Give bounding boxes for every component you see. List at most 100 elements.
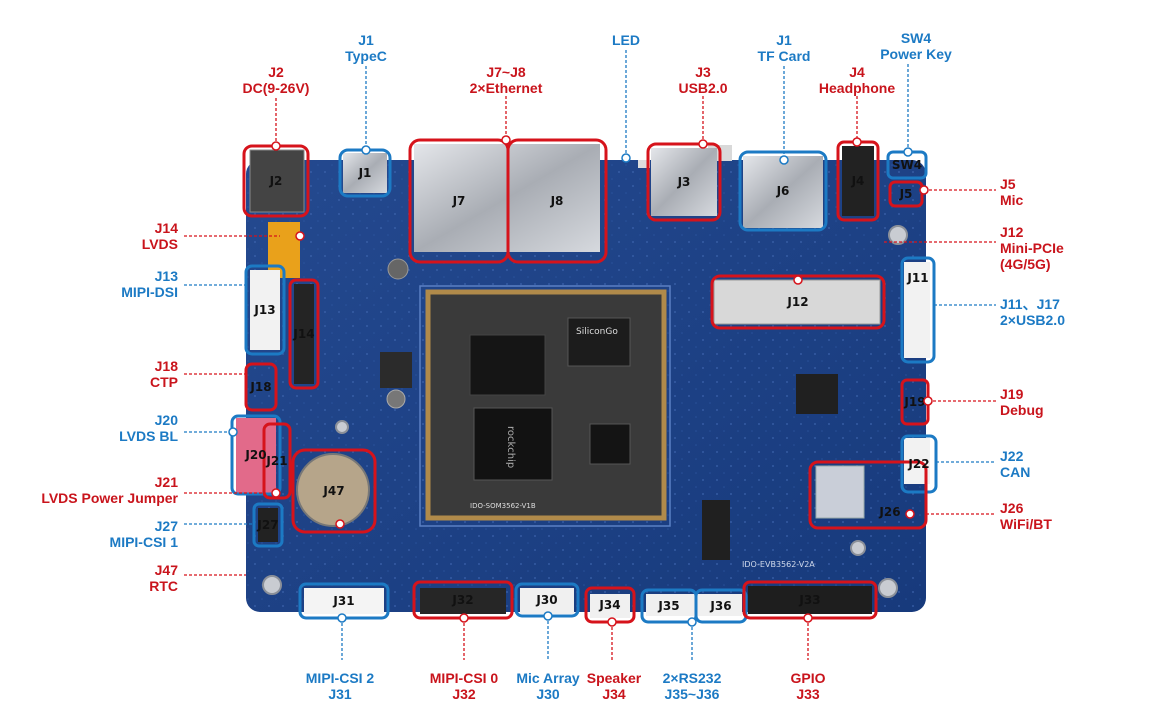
- callout-line: USB2.0: [678, 80, 728, 96]
- callout-line: J14: [154, 220, 178, 236]
- box-j3: [646, 142, 722, 222]
- callout-line: LVDS BL: [119, 428, 178, 444]
- callout-line: Mic: [1000, 192, 1024, 208]
- board-label-j6: J6: [776, 184, 790, 198]
- board-label-j5: J5: [899, 187, 913, 201]
- callout-line: J47: [154, 562, 178, 578]
- board-label-j34: J34: [598, 598, 620, 612]
- board-label-j18: J18: [249, 380, 271, 394]
- callout-line: WiFi/BT: [1000, 516, 1052, 532]
- board-label-j27: J27: [256, 518, 278, 532]
- callout-line: J5: [1000, 176, 1016, 192]
- box-j47: [291, 448, 377, 534]
- callout-line: MIPI-CSI 2: [305, 670, 375, 686]
- board-label-j3: J3: [677, 175, 691, 189]
- callout-led: LED: [612, 32, 640, 48]
- callout-line: J20: [154, 412, 178, 428]
- som-chip-siliconGo: [567, 317, 631, 367]
- box-j36: [694, 588, 748, 624]
- board-label-j20: J20: [244, 448, 266, 462]
- box-j22: [900, 434, 938, 494]
- board-label-j26: J26: [878, 505, 900, 519]
- som-chip-soc: [473, 407, 553, 481]
- som-module-frame: [419, 285, 671, 527]
- callout-line: SW4: [900, 30, 932, 46]
- board-label-j8: J8: [550, 194, 564, 208]
- board-label-j47: J47: [322, 484, 344, 498]
- board-label-j35: J35: [657, 599, 679, 613]
- misc-components: [268, 145, 865, 560]
- box-j26: [808, 460, 928, 530]
- som-chip-top: [469, 334, 546, 396]
- board-label-j1: J1: [358, 166, 372, 180]
- callout-line: MIPI-CSI 0: [429, 670, 499, 686]
- board-label-j13: J13: [253, 303, 275, 317]
- callout-line: J26: [1000, 500, 1024, 516]
- callout-line: 2×RS232: [662, 670, 722, 686]
- callout-line: J30: [536, 686, 560, 702]
- board-label-j7: J7: [452, 194, 466, 208]
- box-j21: [262, 422, 292, 500]
- board-label-j2: J2: [269, 174, 283, 188]
- box-j27: [252, 502, 284, 548]
- callout-line: LED: [612, 32, 640, 48]
- soc-brand-text: rockchip: [505, 426, 516, 468]
- callout-line: LVDS Power Jumper: [41, 490, 178, 506]
- callout-line: J18: [154, 358, 178, 374]
- callout-line: J2: [268, 64, 284, 80]
- box-j8: [506, 138, 608, 264]
- callout-line: (4G/5G): [1000, 256, 1051, 272]
- box-j14: [288, 278, 320, 390]
- callout-line: J4: [849, 64, 865, 80]
- callout-line: LVDS: [141, 236, 178, 252]
- callout-line: Debug: [1000, 402, 1044, 418]
- board-code-text: IDO-EVB3562-V2A: [742, 560, 815, 569]
- board-label-sw4: SW4: [892, 158, 922, 172]
- box-j6: [738, 150, 828, 232]
- board-label-j19: J19: [903, 395, 925, 409]
- box-j18: [244, 362, 278, 412]
- callout-line: TypeC: [345, 48, 387, 64]
- callout-line: J35~J36: [664, 686, 720, 702]
- callout-line: J33: [796, 686, 820, 702]
- board-label-j36: J36: [709, 599, 731, 613]
- board-label-j11: J11: [906, 271, 928, 285]
- callout-line: MIPI-CSI 1: [109, 534, 178, 550]
- box-j11: [900, 256, 936, 364]
- callout-line: Mini-PCIe: [1000, 240, 1064, 256]
- board-label-j14: J14: [292, 327, 314, 341]
- board-label-j30: J30: [535, 593, 557, 607]
- callout-line: J1: [358, 32, 374, 48]
- callout-line: J34: [602, 686, 626, 702]
- board-label-j33: J33: [798, 593, 820, 607]
- callout-line: RTC: [149, 578, 178, 594]
- board-label-j21: J21: [265, 454, 287, 468]
- callout-line: 2×Ethernet: [469, 80, 543, 96]
- callout-line: J31: [328, 686, 352, 702]
- callout-line: Speaker: [586, 670, 642, 686]
- callout-line: J3: [695, 64, 711, 80]
- box-j13: [244, 264, 286, 356]
- som-code-text: IDO-SOM3562-V1B: [470, 502, 536, 510]
